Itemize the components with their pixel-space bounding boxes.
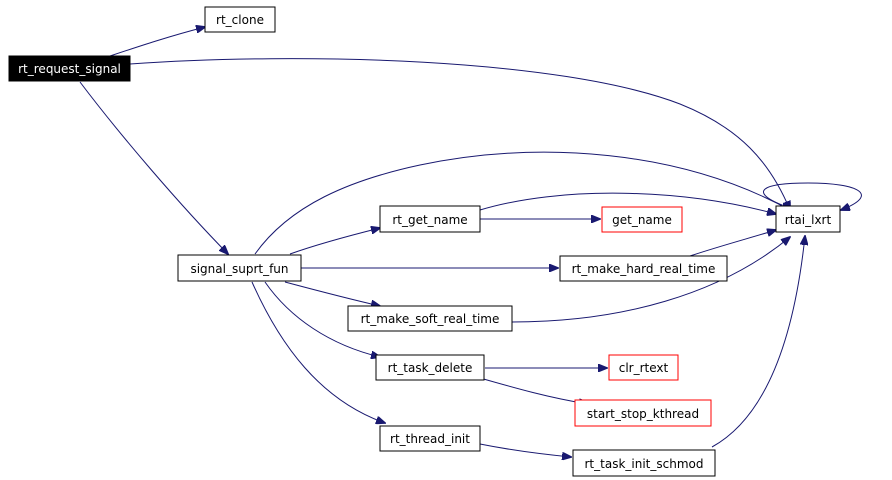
edge-signal_suprt_fun-to-rt_task_delete	[264, 281, 380, 357]
node-label: rt_task_delete	[388, 361, 473, 375]
edge-rt_make_soft_real_time-to-rtai_lxrt	[511, 237, 790, 323]
node-label: rt_clone	[216, 13, 264, 27]
node-label: rt_make_hard_real_time	[572, 262, 716, 276]
edge-rt_make_hard_real_time-to-rtai_lxrt	[689, 230, 776, 257]
edge-signal_suprt_fun-to-rt_thread_init	[251, 281, 385, 423]
node-label: rt_task_init_schmod	[585, 457, 704, 471]
node-label: signal_suprt_fun	[190, 262, 288, 276]
node-rtai-lxrt[interactable]: rtai_lxrt	[775, 205, 841, 233]
node-signal-suprt-fun[interactable]: signal_suprt_fun	[177, 254, 302, 282]
node-label: get_name	[612, 213, 672, 227]
node-label: rt_request_signal	[18, 62, 121, 76]
edge-signal_suprt_fun-to-rt_make_soft_real_time	[284, 281, 380, 306]
edge-rt_request_signal-to-signal_suprt_fun	[79, 81, 228, 254]
edge-rt_task_init_schmod-to-rtai_lxrt	[711, 236, 805, 448]
node-label: rt_thread_init	[390, 432, 470, 446]
node-rt-task-delete[interactable]: rt_task_delete	[375, 354, 485, 381]
node-label: rt_get_name	[392, 213, 467, 227]
node-clr-rtext[interactable]: clr_rtext	[608, 354, 679, 381]
edge-signal_suprt_fun-to-rtai_lxrt	[254, 151, 790, 255]
edge-signal_suprt_fun-to-rt_get_name	[289, 228, 380, 255]
node-rt-get-name[interactable]: rt_get_name	[379, 205, 481, 233]
node-label: rt_make_soft_real_time	[361, 312, 500, 326]
edge-rt_request_signal-to-rtai_lxrt	[129, 58, 790, 210]
node-rt-make-hard-real-time[interactable]: rt_make_hard_real_time	[559, 255, 728, 282]
node-rt-thread-init[interactable]: rt_thread_init	[379, 425, 481, 452]
node-get-name[interactable]: get_name	[601, 206, 683, 233]
node-label: rtai_lxrt	[785, 213, 832, 227]
edge-rt_thread_init-to-rt_task_init_schmod	[479, 443, 571, 457]
node-rt-task-init-schmod[interactable]: rt_task_init_schmod	[572, 449, 716, 477]
node-label: start_stop_kthread	[587, 407, 699, 421]
edge-rt_task_delete-to-start_stop_kthread	[479, 377, 588, 404]
node-rt-clone[interactable]: rt_clone	[204, 6, 276, 33]
edge-rtai_lxrt-self-loop	[763, 182, 862, 210]
node-rt-make-soft-real-time[interactable]: rt_make_soft_real_time	[347, 305, 513, 332]
edge-rt_request_signal-to-rt_clone	[109, 27, 205, 57]
node-label: clr_rtext	[619, 361, 669, 375]
node-start-stop-kthread[interactable]: start_stop_kthread	[574, 399, 712, 427]
edge-rt_get_name-to-rtai_lxrt	[479, 192, 776, 214]
node-rt-request-signal[interactable]: rt_request_signal	[8, 55, 131, 82]
